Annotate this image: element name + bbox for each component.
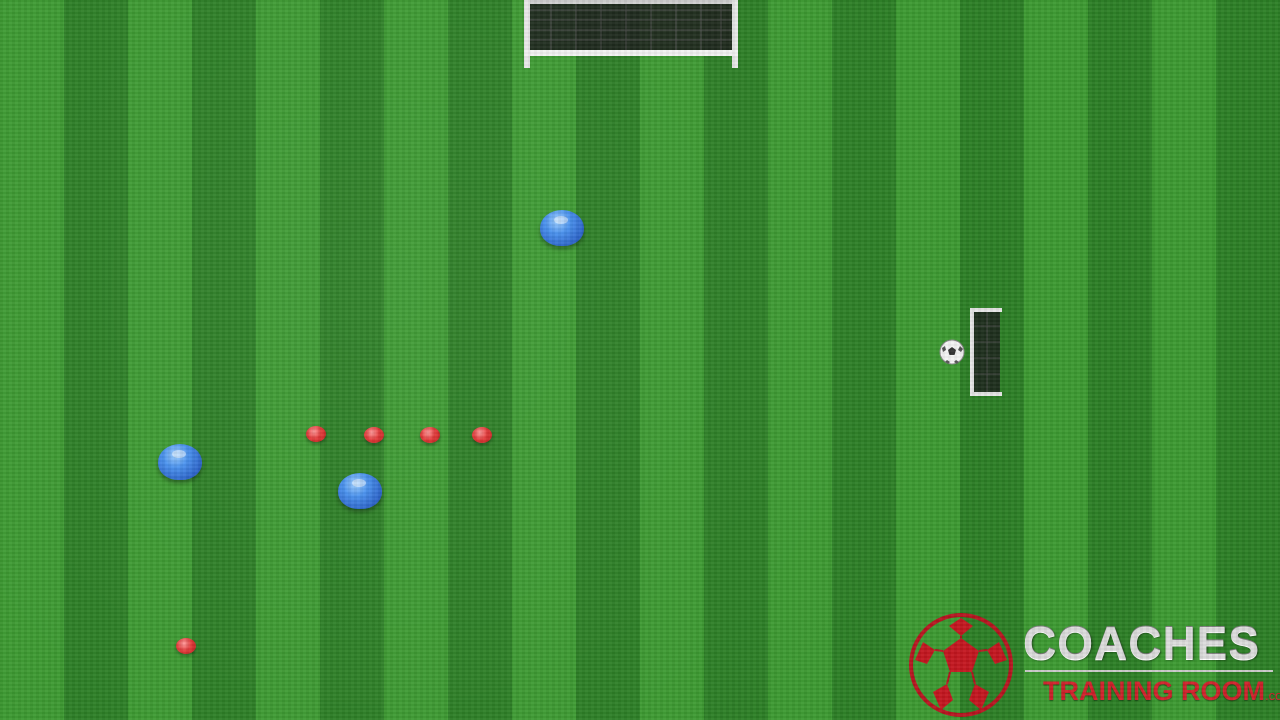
logo-soccer-ball-icon (909, 613, 1013, 717)
logo-dotcom: .com (1265, 688, 1280, 703)
blue-cone (338, 473, 382, 509)
red-cone (472, 427, 492, 443)
small-goal-icon (970, 308, 1002, 396)
red-cone (420, 427, 440, 443)
coaches-training-room-logo: COACHES TRAINING ROOM.com (905, 610, 1280, 720)
blue-cone (540, 210, 584, 246)
large-goal-icon (524, 0, 738, 68)
blue-cone (158, 444, 202, 480)
red-cone (364, 427, 384, 443)
logo-subtitle-text: TRAINING ROOM (1043, 676, 1265, 706)
logo-title: COACHES (1023, 617, 1261, 669)
red-cone (176, 638, 196, 654)
logo-subtitle: TRAINING ROOM.com (1043, 676, 1280, 707)
soccer-ball-icon (939, 339, 965, 365)
red-cone (306, 426, 326, 442)
logo-divider (1025, 670, 1273, 672)
